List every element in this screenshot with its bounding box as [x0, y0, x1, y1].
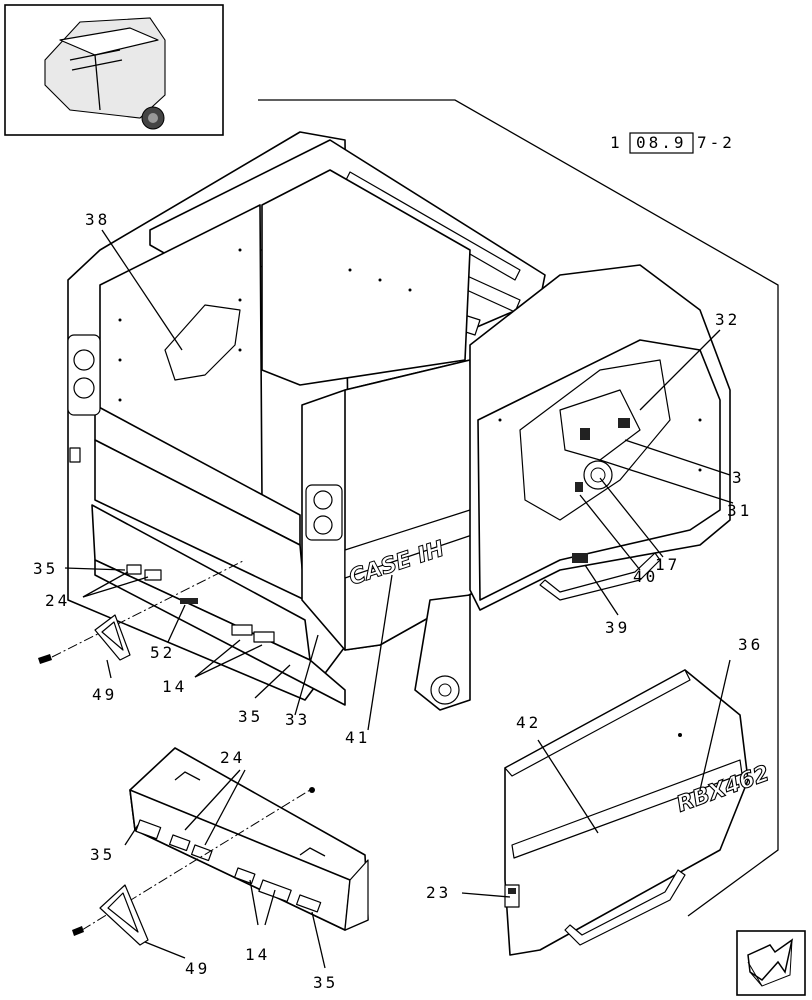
reference-bracket-line: [258, 99, 779, 917]
callout-32: 32: [715, 310, 740, 329]
callout-17: 17: [655, 555, 680, 574]
callout-31: 31: [727, 501, 752, 520]
callout-38: 38: [85, 210, 110, 229]
callout-52: 52: [150, 643, 175, 662]
callout-49-a: 49: [92, 685, 117, 704]
side-shield-panel: [504, 669, 749, 956]
next-page-arrow-icon[interactable]: [736, 930, 806, 996]
reference-label: 1 08.9 7-2: [610, 132, 735, 154]
callout-labels: 38 32 3 31 17 40 39 35 24 52 49 14 35 33…: [33, 210, 763, 992]
callout-23: 23: [426, 883, 451, 902]
baler-main-body: [67, 131, 731, 711]
callout-3: 3: [732, 468, 745, 487]
baler-overview-thumbnail-icon[interactable]: [4, 4, 224, 136]
callout-35-c: 35: [90, 845, 115, 864]
bolt-axis-line-upper: [51, 559, 246, 658]
reference-prefix: 1: [610, 133, 623, 152]
callout-42: 42: [516, 713, 541, 732]
callout-24-a: 24: [45, 591, 70, 610]
callout-35-b: 35: [238, 707, 263, 726]
leader-lines: [64, 229, 734, 969]
bumper-detail: [129, 747, 369, 931]
callout-40: 40: [633, 567, 658, 586]
callout-49-b: 49: [185, 959, 210, 978]
callout-35-d: 35: [313, 973, 338, 992]
reference-boxed: 08.9: [636, 133, 687, 152]
callout-24-b: 24: [220, 748, 245, 767]
callout-35-a: 35: [33, 559, 58, 578]
callout-14-b: 14: [245, 945, 270, 964]
reference-box: [629, 132, 694, 154]
bolt-icon-lower: [72, 787, 315, 936]
callout-39: 39: [605, 618, 630, 637]
callout-41: 41: [345, 728, 370, 747]
callout-33: 33: [285, 710, 310, 729]
callout-14-a: 14: [162, 677, 187, 696]
bolt-icon-upper: [38, 654, 52, 664]
reference-suffix: 7-2: [697, 133, 735, 152]
callout-36: 36: [738, 635, 763, 654]
